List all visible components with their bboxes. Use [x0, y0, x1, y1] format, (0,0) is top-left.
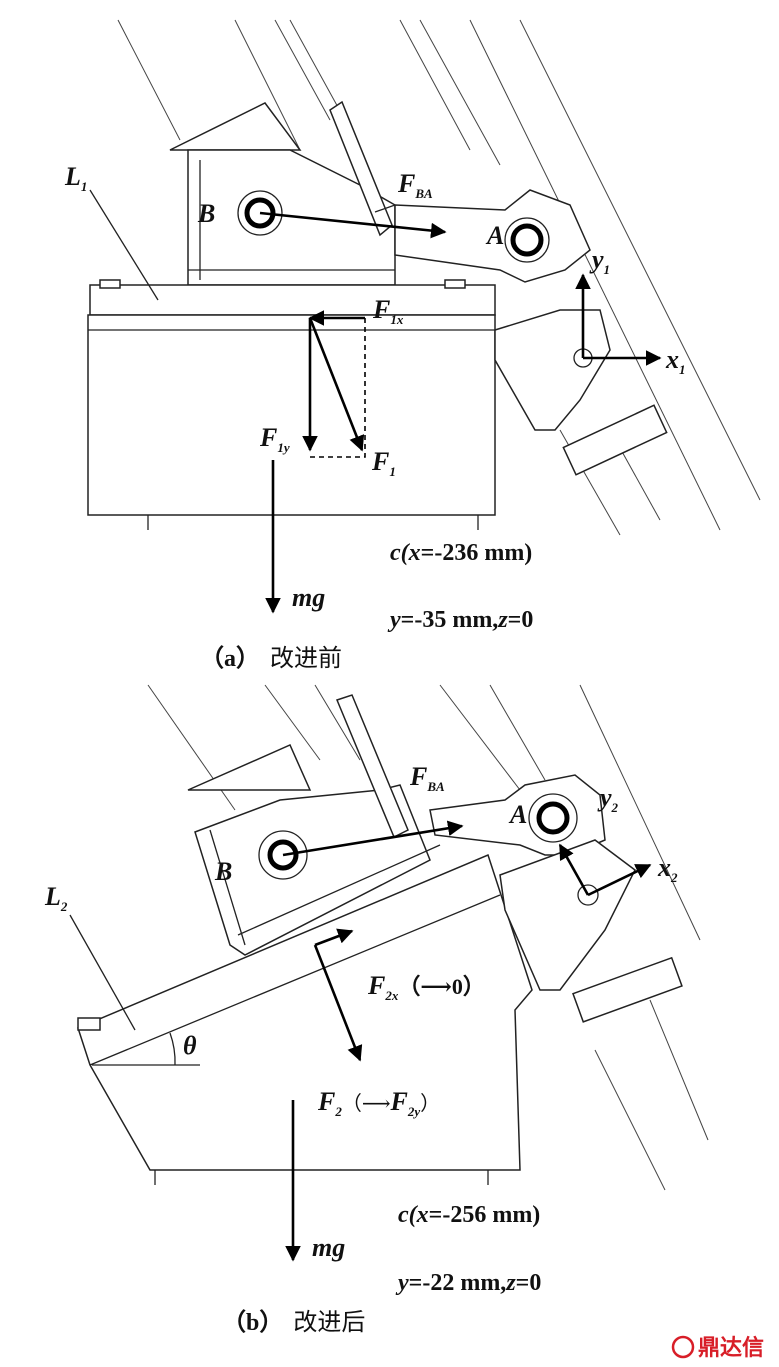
f2x-arrow — [314, 928, 354, 947]
label-b-b: B — [214, 857, 232, 886]
label-f1y: F — [259, 423, 277, 452]
label-b-a: B — [197, 199, 215, 228]
label-y1: y — [589, 245, 604, 274]
svg-text:L1: L1 — [64, 162, 87, 194]
pivot-b-a — [237, 190, 283, 236]
hood-block-a — [169, 102, 302, 151]
f2-arrow — [313, 944, 363, 1062]
label-l1: L — [64, 162, 81, 191]
label-f2x: F2x（⟶0） — [367, 971, 485, 1003]
hinge-a — [494, 309, 611, 431]
l2-leader — [69, 914, 136, 1031]
panel-b — [69, 684, 709, 1262]
label-theta: θ — [183, 1031, 197, 1060]
label-a-a: A — [485, 221, 504, 250]
watermark-logo-icon — [671, 1335, 695, 1359]
label-l2: L — [44, 882, 61, 911]
label-fba-a: F — [397, 169, 415, 198]
svg-text:F1y: F1y — [259, 423, 290, 455]
plate-b — [335, 694, 409, 839]
label-f1x: F — [372, 295, 390, 324]
label-a-b: A — [508, 800, 527, 829]
main-body-b — [77, 853, 533, 1171]
svg-text:y2: y2 — [597, 783, 619, 815]
label-fba-b: F — [409, 762, 427, 791]
centroid-b-line1: c(x=-256 mm) — [398, 1202, 540, 1228]
svg-text:FBA: FBA — [397, 169, 433, 201]
watermark: 鼎达信 — [671, 1335, 764, 1361]
f1-arrow — [308, 317, 365, 452]
label-x1: x — [665, 345, 679, 374]
y2-axis-arrow — [558, 843, 590, 896]
force-ba-arrow-a — [259, 211, 447, 239]
svg-text:y1: y1 — [589, 245, 610, 277]
plate-a — [329, 100, 393, 237]
label-x2: x — [657, 853, 671, 882]
bracket-block-b — [194, 784, 431, 956]
label-mg-a: mg — [292, 583, 325, 612]
frame-lines-a — [117, 19, 761, 536]
centroid-b-line2: y=-22 mm,z=0 — [395, 1270, 541, 1296]
label-y2: y — [597, 783, 612, 812]
theta-arc — [169, 1032, 176, 1066]
svg-text:F1x: F1x — [372, 295, 404, 327]
svg-text:x2: x2 — [657, 853, 678, 885]
x2-axis-arrow — [587, 863, 652, 897]
pivot-a-b — [536, 801, 570, 835]
svg-text:L2: L2 — [44, 882, 68, 914]
hood-block-b — [187, 744, 312, 791]
svg-text:x1: x1 — [665, 345, 686, 377]
parallelogram-dash-a — [310, 318, 366, 458]
force-ba-arrow-b — [282, 820, 464, 857]
svg-text:FBA: FBA — [409, 762, 445, 794]
pivot-a-a — [510, 223, 544, 257]
main-body-a — [87, 314, 496, 516]
caption-a: （a）改进前 — [200, 645, 342, 672]
centroid-a-line2: y=-35 mm,z=0 — [387, 607, 533, 633]
label-f2: F2（⟶F2y） — [317, 1087, 440, 1119]
origin-b — [577, 884, 599, 906]
hinge-b — [499, 839, 636, 991]
centroid-a-line1: c(x=-236 mm) — [390, 540, 532, 566]
link-arm-a — [394, 189, 591, 283]
l1-leader — [89, 189, 159, 301]
label-f1: F — [371, 447, 389, 476]
svg-text:F1: F1 — [371, 447, 396, 479]
label-mg-b: mg — [312, 1233, 345, 1262]
pivot-b-b — [258, 830, 308, 880]
panel-a — [87, 19, 761, 614]
watermark-text: 鼎达信 — [698, 1335, 764, 1361]
caption-b: （b）改进后 — [222, 1309, 365, 1336]
